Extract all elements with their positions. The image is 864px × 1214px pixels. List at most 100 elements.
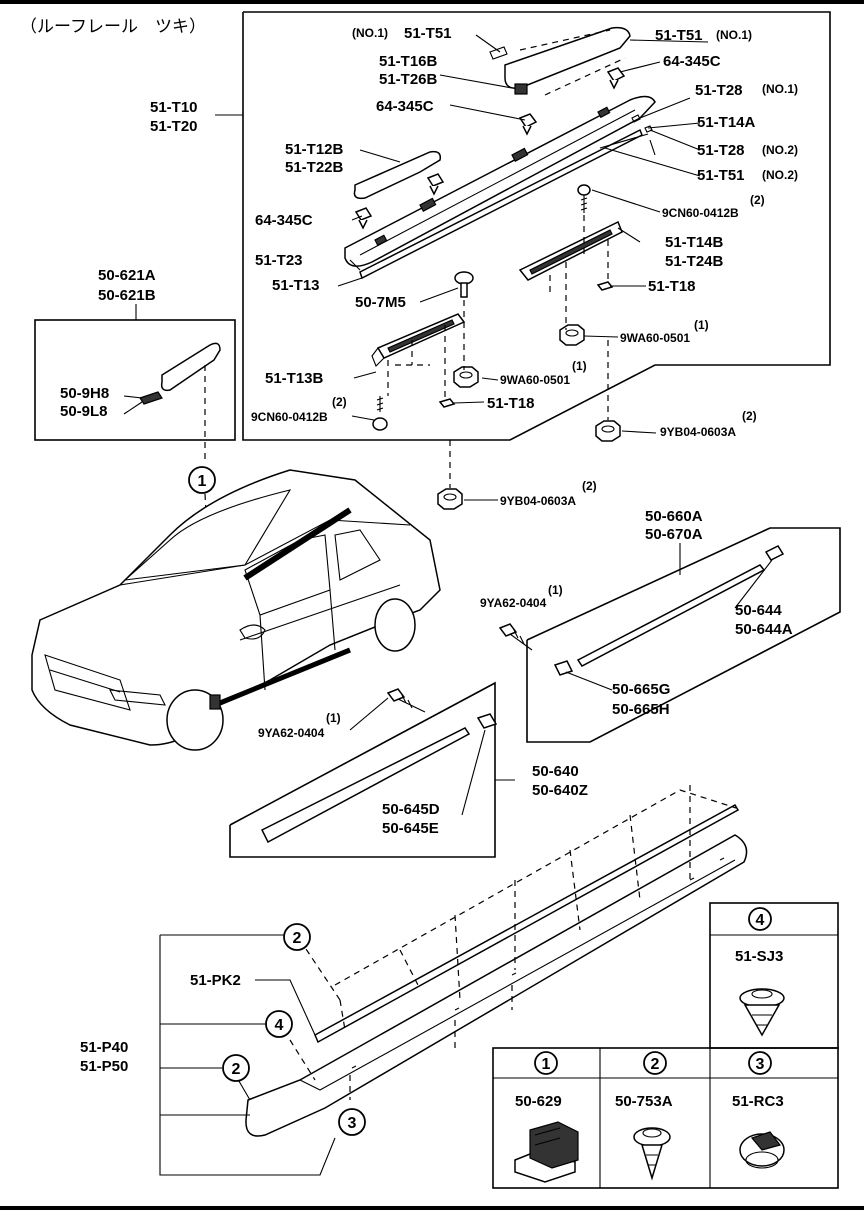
lbl-q1-c: (1) [548, 583, 563, 597]
lbl-l8: 50-9L8 [60, 403, 108, 420]
car-headlight [109, 689, 166, 706]
callout-3-text: 3 [348, 1115, 357, 1132]
lbl-yb-right: 9YB04-0603A [660, 425, 736, 439]
clip-1-num-circle [534, 1051, 558, 1075]
car-illustration [31, 469, 441, 751]
lbl-q2-d: (2) [582, 479, 597, 493]
car-roof-line [119, 519, 411, 586]
plate-t18-right [596, 281, 614, 291]
bumper-trim-group: 50-621A 50-621B 50-9H8 50-9L8 [34, 267, 236, 462]
bracket-t13b-inner [387, 319, 455, 353]
sill-garnish-top [299, 859, 736, 1091]
lbl-no1-b: (NO.1) [716, 28, 752, 42]
upper-rail-cover [504, 26, 631, 90]
clip-1-drawing [514, 1121, 579, 1183]
callout-1-text: 1 [198, 473, 207, 490]
pin-50-7m5 [454, 271, 474, 298]
trim-end-piece [139, 391, 163, 405]
callout-2b-circle [222, 1054, 250, 1082]
lbl-p40: 51-P40 [80, 1039, 128, 1056]
lbl-q1-d: (1) [326, 711, 341, 725]
car-grille [44, 654, 131, 711]
lbl-665h: 50-665H [612, 701, 670, 718]
door-moulding-clip-a [764, 545, 785, 561]
t28-no1-piece [631, 114, 641, 123]
lbl-t26b: 51-T26B [379, 71, 438, 88]
lbl-yb-center: 9YB04-0603A [500, 494, 576, 508]
callout-4-text: 4 [275, 1017, 284, 1034]
diagram-title: （ルーフレール ツキ） [20, 17, 206, 37]
lbl-t12b: 51-T12B [285, 141, 344, 158]
lbl-t14a: 51-T14A [697, 114, 756, 131]
trim-strip [160, 342, 221, 392]
t51-no2-strip [599, 133, 649, 149]
clip-345c-front [426, 173, 445, 196]
lbl-t10: 51-T10 [150, 99, 198, 116]
callout-2a-circle [283, 923, 311, 951]
lbl-t14b: 51-T14B [665, 234, 724, 251]
yb-right-leader [621, 430, 657, 434]
car-body [31, 469, 441, 746]
rear-door-moulding-group: 50-660A 50-670A 50-644 50-644A 50-665G 5… [526, 508, 841, 743]
lbl-no2-a: (NO.2) [762, 143, 798, 157]
lbl-640z: 50-640Z [532, 782, 588, 799]
lbl-m5: 50-7M5 [355, 294, 406, 311]
nut-9yb04-center [437, 488, 463, 510]
lbl-660a: 50-660A [645, 508, 703, 525]
lbl-644a: 50-644A [735, 621, 793, 638]
clip-table-outline [492, 1047, 839, 1189]
nut-9wa60-right [559, 324, 585, 346]
clip-1-num: 1 [542, 1056, 551, 1073]
car-windshield [123, 489, 292, 581]
lbl-no1-a: (NO.1) [352, 26, 388, 40]
car-roof-rail [243, 507, 352, 581]
rail-slot-3 [374, 234, 388, 247]
lbl-cn-left: 9CN60-0412B [251, 410, 328, 424]
clip-345c-top [606, 67, 626, 90]
lbl-no1-c: (NO.1) [762, 82, 798, 96]
door-moulding-clip-b [553, 660, 574, 676]
lbl-645e: 50-645E [382, 820, 439, 837]
car-front-wheel [166, 689, 224, 751]
clip-3-part: 51-RC3 [732, 1093, 784, 1110]
lbl-wa-left: 9WA60-0501 [500, 373, 570, 387]
front-door-panel-outline [229, 681, 496, 858]
sill-guide-dashes [289, 785, 737, 1100]
lbl-644: 50-644 [735, 602, 782, 619]
lbl-q1-b: (1) [572, 359, 587, 373]
sill-clip-holes [351, 857, 725, 1069]
lbl-t18-b: 51-T18 [487, 395, 535, 412]
front-moulding-clip [476, 713, 498, 729]
lbl-h8: 50-9H8 [60, 385, 109, 402]
car-door-lines [239, 584, 401, 691]
callout-1-circle [188, 466, 216, 494]
lbl-665g: 50-665G [612, 681, 670, 698]
upper-rail-dash [519, 29, 626, 96]
lbl-345c-top: 64-345C [663, 53, 721, 70]
lbl-t13: 51-T13 [272, 277, 320, 294]
roof-leaders [337, 34, 709, 421]
lbl-q2-a: (2) [750, 193, 765, 207]
clip-2-num: 2 [651, 1056, 660, 1073]
lbl-t22b: 51-T22B [285, 159, 344, 176]
rail-lower-strip [359, 128, 643, 280]
t14a-piece [644, 125, 653, 133]
lbl-345c-low: 64-345C [255, 212, 313, 229]
clip-4-num-circle [748, 907, 772, 931]
clip-4-drawing [739, 988, 785, 1037]
lbl-p50: 51-P50 [80, 1058, 128, 1075]
lbl-t13b: 51-T13B [265, 370, 324, 387]
rail-slot-4 [597, 106, 611, 119]
sill-leaders [159, 979, 336, 1176]
clip-2-drawing [633, 1127, 671, 1181]
clip-table: 1 2 3 4 50-629 50-753A 51-RC3 51-SJ3 [492, 902, 839, 1189]
front-end-cap [353, 150, 442, 200]
lbl-ya-a: 9YA62-0404 [480, 596, 547, 610]
roof-panel-outline [242, 11, 831, 441]
door-panel-outline [526, 527, 841, 743]
lbl-pk2: 51-PK2 [190, 972, 241, 989]
lbl-q2-b: (2) [332, 395, 347, 409]
sill-garnish [245, 834, 748, 1137]
trim-panel-outline [34, 319, 236, 441]
lbl-645d: 50-645D [382, 801, 440, 818]
